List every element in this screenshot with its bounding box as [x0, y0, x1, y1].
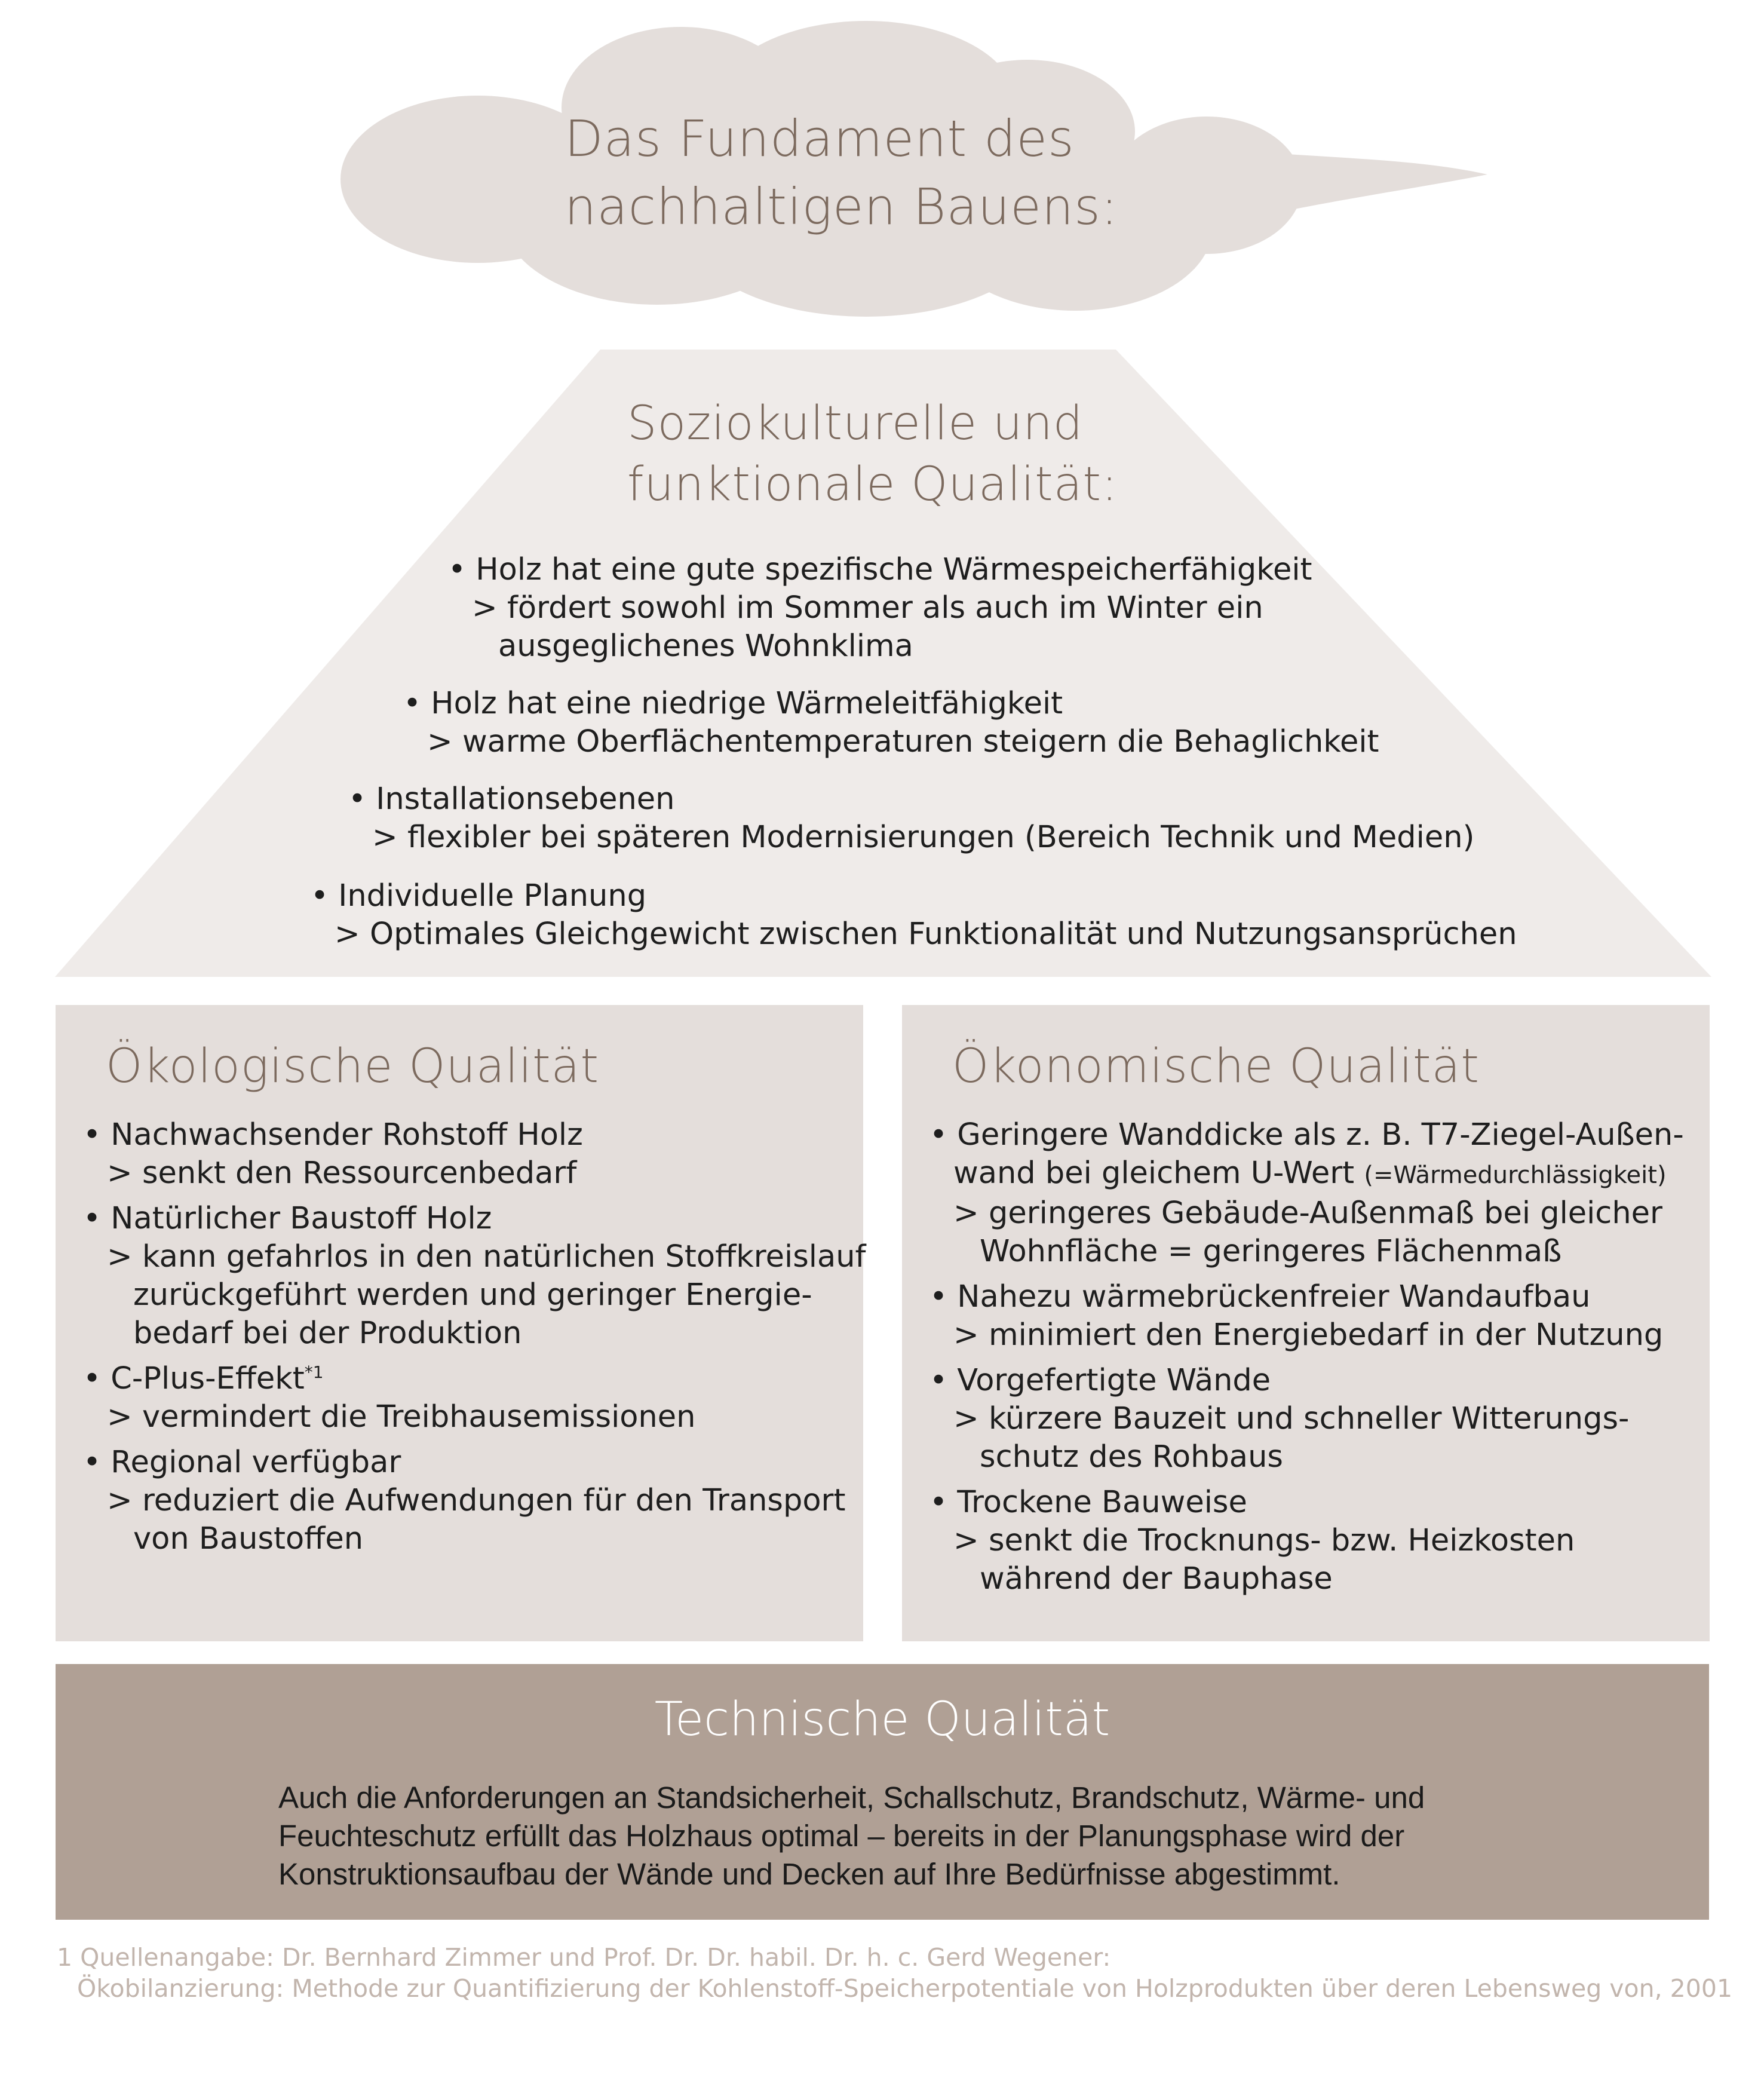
economic-quality-box: Ökonomische Qualität • Geringere Wanddic… [902, 1005, 1710, 1641]
economic-list: • Geringere Wanddicke als z. B. T7-Ziege… [929, 1116, 1684, 1605]
list-item: • Regional verfügbar > reduziert die Auf… [83, 1445, 846, 1556]
list-item: • Trockene Bauweise > senkt die Trocknun… [929, 1485, 1575, 1596]
list-item: • Natürlicher Baustoff Holz > kann gefah… [83, 1201, 866, 1351]
list-item: • Geringere Wanddicke als z. B. T7-Ziege… [929, 1117, 1684, 1269]
roof-shape [55, 350, 1711, 977]
footnote-marker: *1 [304, 1362, 324, 1382]
roof-item-4: • Individuelle Planung > Optimales Gleic… [311, 878, 1517, 952]
roof-item-2: • Holz hat eine niedrige Wärmeleitfähigk… [403, 686, 1379, 759]
roof-item-3: • Installationsebenen > flexibler bei sp… [348, 782, 1475, 855]
technical-title: Technische Qualität [654, 1693, 1110, 1746]
list-item: • C-Plus-Effekt*1 > vermindert die Treib… [83, 1361, 696, 1435]
roof-item-1: • Holz hat eine gute spezifische Wärmesp… [448, 552, 1312, 664]
ecological-title: Ökologische Qualität [106, 1040, 600, 1093]
list-item: • Vorgefertigte Wände > kürzere Bauzeit … [929, 1363, 1630, 1475]
footnote: 1 Quellenangabe: Dr. Bernhard Zimmer und… [57, 1943, 1733, 2003]
ecological-quality-box: Ökologische Qualität • Nachwachsender Ro… [56, 1005, 866, 1641]
roof-title: Soziokulturelle und funktionale Qualität… [627, 397, 1118, 511]
cloud-shape [340, 21, 1487, 317]
list-item: • Nahezu wärmebrückenfreier Wandaufbau >… [929, 1279, 1664, 1353]
page-title: Das Fundament des nachhaltigen Bauens: [565, 109, 1119, 236]
list-item: • Nachwachsender Rohstoff Holz > senkt d… [83, 1117, 583, 1191]
technical-quality-box: Technische Qualität Auch die Anforderung… [56, 1664, 1709, 1920]
ecological-list: • Nachwachsender Rohstoff Holz > senkt d… [83, 1116, 866, 1565]
economic-title: Ökonomische Qualität [952, 1040, 1480, 1093]
technical-text: Auch die Anforderungen an Standsicherhei… [278, 1781, 1425, 1891]
